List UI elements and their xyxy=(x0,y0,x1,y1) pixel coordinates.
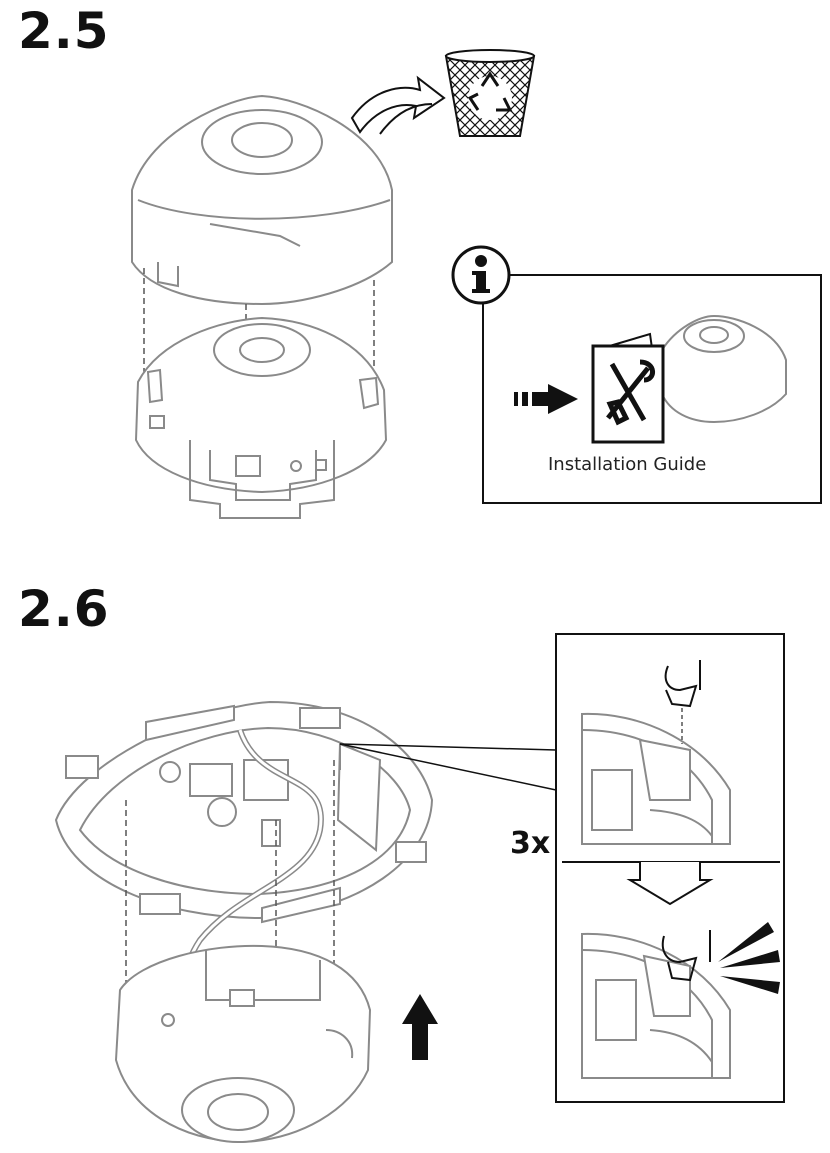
repeat-count-label: 3x xyxy=(510,826,551,861)
info-panel xyxy=(451,245,822,504)
guide-arrow-icon xyxy=(514,384,578,414)
click-sound-icon xyxy=(718,922,780,994)
clip-icon xyxy=(664,660,701,708)
tools-manual-icon xyxy=(591,332,665,444)
step-number-2-6: 2.6 xyxy=(18,580,110,638)
camera-base xyxy=(134,316,388,519)
down-arrow-icon xyxy=(626,862,714,906)
camera-unit xyxy=(114,944,372,1144)
callout-lines xyxy=(339,743,557,791)
clip-detail-panel xyxy=(555,633,785,1103)
curved-arrow-icon xyxy=(350,75,446,135)
recycle-bin-icon xyxy=(444,49,536,137)
step-number-2-5: 2.5 xyxy=(18,2,110,60)
up-arrow-icon xyxy=(402,994,438,1060)
dome-thumbnail xyxy=(661,314,787,424)
installation-guide-label: Installation Guide xyxy=(548,454,707,475)
alignment-lines-2 xyxy=(125,760,335,984)
dome-cover xyxy=(131,94,393,306)
mount-plate xyxy=(54,700,434,924)
